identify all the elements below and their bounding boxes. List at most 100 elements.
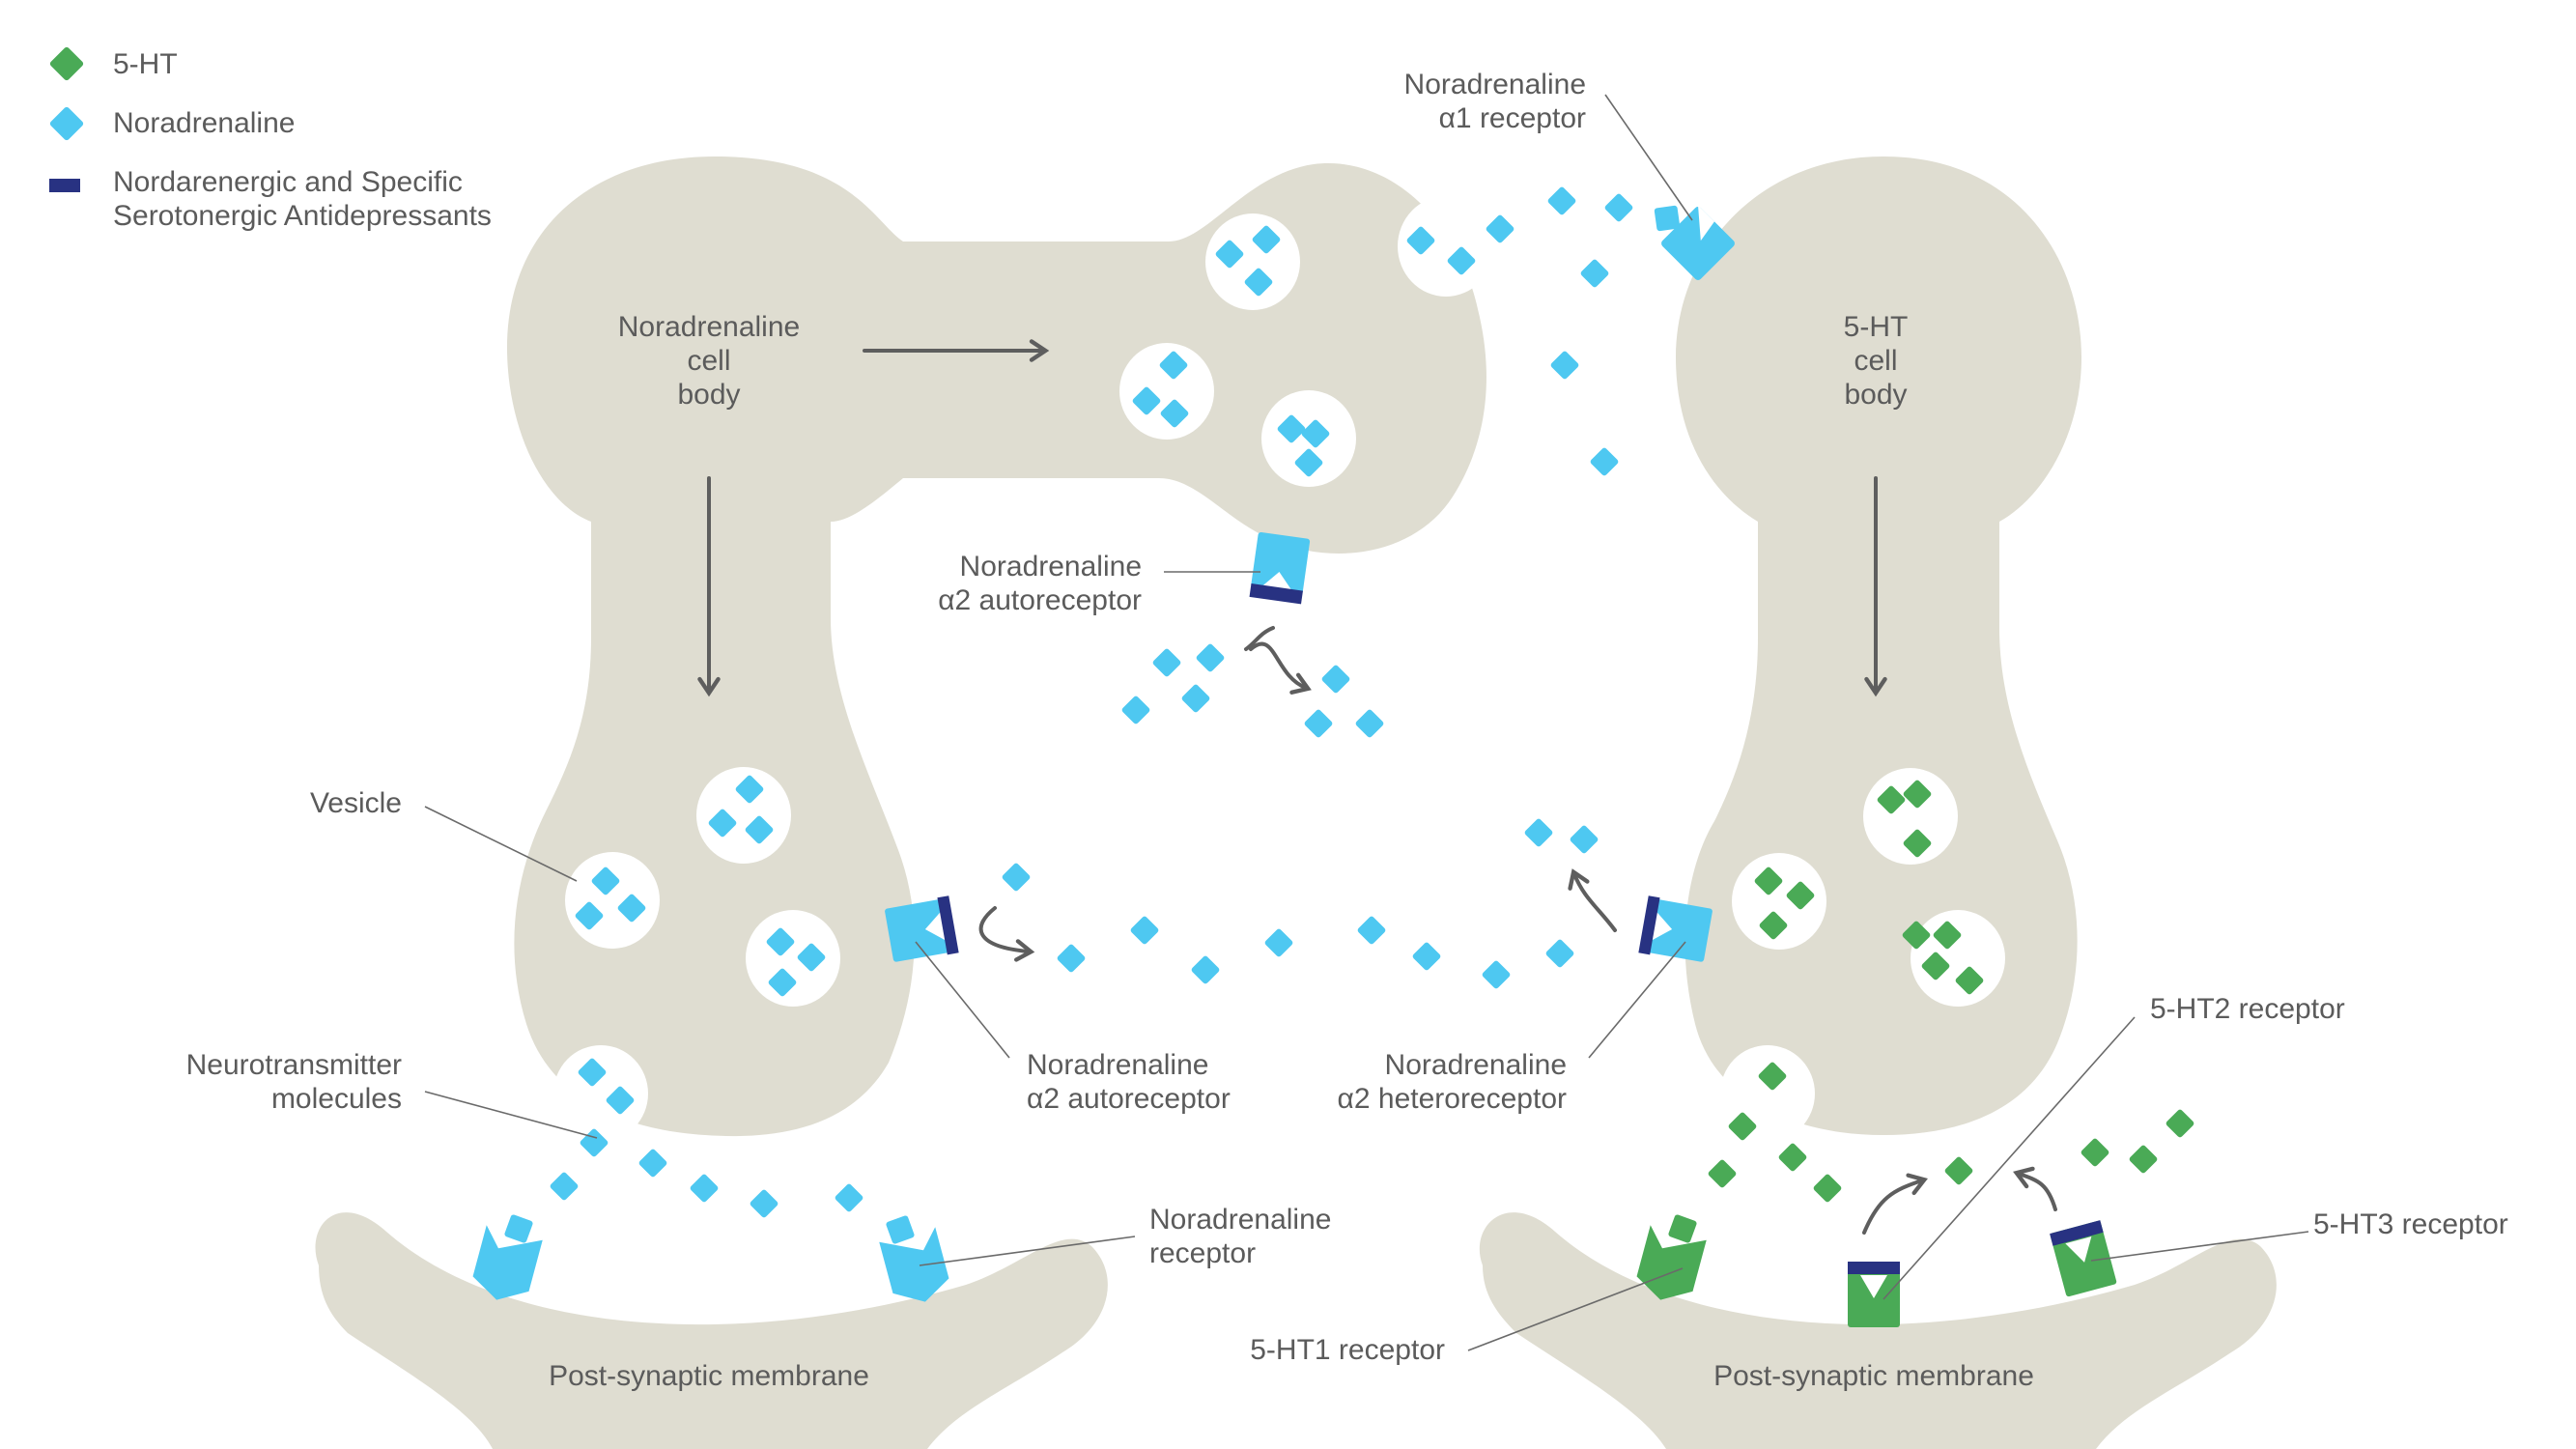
leader-na-receptor (919, 1236, 1136, 1266)
serotonin-molecule (2129, 1145, 2158, 1174)
label-alpha2-top-line1: Noradrenaline (960, 551, 1142, 582)
noradrenaline-receptor-left (472, 1225, 543, 1300)
noradrenaline-molecule (1244, 268, 1273, 297)
serotonin-molecule (1877, 785, 1906, 814)
serotonin-neuron: 5-HT cell body (1676, 156, 2081, 1142)
legend-item-antidepressant: Nordarenergic and Specific Serotonergic … (49, 166, 492, 232)
serotonin-molecule (1708, 1159, 1737, 1188)
feedback-arrow-5ht3-icon (2013, 1166, 2057, 1211)
serotonin-molecule (1786, 881, 1815, 910)
noradrenaline-molecule (1152, 648, 1181, 677)
vesicle (696, 767, 791, 864)
noradrenaline-receptor-right (879, 1227, 949, 1302)
label-alpha2-top-line2: α2 autoreceptor (938, 584, 1142, 616)
vesicle (565, 852, 660, 949)
legend-label-5ht: 5-HT (113, 48, 178, 80)
label-5ht2: 5-HT2 receptor (2150, 993, 2345, 1025)
serotonin-diamond-icon (49, 46, 84, 81)
legend-item-noradrenaline: Noradrenaline (49, 106, 295, 141)
bound-noradrenaline (504, 1214, 533, 1243)
noradrenaline-molecule (1159, 351, 1188, 380)
noradrenaline-molecule (550, 1172, 579, 1201)
leader-vesicle (424, 806, 578, 882)
5ht3-receptor (2050, 1220, 2117, 1297)
vesicle-releasing (1398, 196, 1494, 297)
noradrenaline-molecule (708, 809, 737, 838)
post-synaptic-label-right: Post-synaptic membrane (1713, 1360, 2034, 1392)
noradrenaline-molecule (690, 1174, 719, 1203)
vesicle (1205, 213, 1300, 310)
post-synaptic-membrane-right (1479, 1212, 2277, 1449)
5ht-cell-body-line2: cell (1854, 345, 1897, 377)
feedback-arrow-mid-left-icon (978, 906, 1035, 962)
noradrenaline-molecule (591, 867, 620, 895)
noradrenaline-molecule (1355, 709, 1384, 738)
bound-noradrenaline (886, 1215, 915, 1244)
noradrenaline-molecule (1482, 960, 1511, 989)
noradrenaline-molecule (1132, 386, 1161, 415)
serotonin-molecule (2166, 1109, 2194, 1138)
noradrenaline-molecule (797, 943, 826, 972)
bound-noradrenaline (1654, 205, 1681, 232)
leader-5ht3 (2090, 1231, 2309, 1262)
post-synaptic-label-left: Post-synaptic membrane (549, 1360, 869, 1392)
noradrenaline-molecule (1196, 643, 1225, 672)
noradrenaline-molecule (1486, 214, 1514, 243)
leader-5ht1 (1467, 1267, 1684, 1351)
serotonin-molecule (1813, 1174, 1842, 1203)
noradrenaline-molecule (1160, 399, 1189, 428)
noradrenaline-molecule (617, 894, 646, 923)
noradrenaline-molecule (1264, 928, 1293, 957)
noradrenaline-molecule (1590, 447, 1619, 476)
alpha2-heteroreceptor (1638, 895, 1713, 962)
serotonin-molecule (1728, 1112, 1757, 1141)
label-alpha2-hetero-line1: Noradrenaline (1385, 1049, 1567, 1081)
leader-alpha2-hetero (1588, 941, 1686, 1059)
noradrenaline-molecule (1321, 665, 1350, 694)
noradrenaline-molecule (578, 1058, 607, 1087)
noradrenaline-molecule (1412, 942, 1441, 971)
serotonin-molecule (1758, 1062, 1787, 1091)
vesicle (1911, 910, 2005, 1007)
leader-neurotransmitter (424, 1091, 598, 1139)
feedback-arrow-5ht2-icon (1862, 1173, 1928, 1235)
noradrenaline-molecule (1294, 448, 1323, 477)
legend-label-antidepressant-line1: Nordarenergic and Specific (113, 166, 463, 198)
feedback-arrow-top-left-icon (1244, 626, 1275, 651)
noradrenaline-molecule (750, 1189, 778, 1218)
noradrenaline-molecule (768, 968, 797, 997)
label-alpha2-hetero-line2: α2 heteroreceptor (1338, 1083, 1567, 1115)
leader-alpha2-mid (915, 941, 1010, 1059)
label-5ht3: 5-HT3 receptor (2313, 1208, 2508, 1240)
label-neurotransmitter-line1: Neurotransmitter (186, 1049, 402, 1081)
noradrenaline-molecule (1550, 351, 1579, 380)
na-cell-body-line1: Noradrenaline (618, 311, 800, 343)
alpha2-autoreceptor-mid (885, 895, 959, 962)
5ht2-receptor (1848, 1262, 1900, 1327)
legend-label-noradrenaline: Noradrenaline (113, 107, 295, 139)
serotonin-molecule (1902, 921, 1931, 950)
label-vesicle: Vesicle (310, 787, 402, 819)
serotonin-molecule (1944, 1156, 1973, 1185)
noradrenaline-molecule (835, 1183, 863, 1212)
vesicle-releasing (553, 1045, 648, 1142)
5ht-cell-body-line1: 5-HT (1844, 311, 1909, 343)
label-5ht1: 5-HT1 receptor (1250, 1334, 1445, 1366)
noradrenaline-molecule (1057, 944, 1086, 973)
label-alpha2-mid-line2: α2 autoreceptor (1027, 1083, 1231, 1115)
na-cell-body-line2: cell (687, 345, 730, 377)
antidepressant-bar-icon (49, 179, 80, 192)
noradrenaline-molecule (1447, 246, 1476, 275)
5ht-cell-body-line3: body (1844, 379, 1907, 411)
noradrenaline-molecule (1252, 225, 1281, 254)
feedback-arrow-hetero-icon (1568, 868, 1617, 932)
label-alpha1-line1: Noradrenaline (1404, 69, 1586, 100)
serotonin-cell-body (1676, 156, 2081, 1135)
noradrenaline-cell-body (507, 156, 1486, 1137)
serotonin-molecule (1754, 867, 1783, 895)
noradrenaline-molecule (735, 775, 764, 804)
noradrenaline-molecule (1406, 226, 1435, 255)
label-na-receptor-line1: Noradrenaline (1149, 1204, 1331, 1236)
vesicle (1119, 343, 1214, 440)
